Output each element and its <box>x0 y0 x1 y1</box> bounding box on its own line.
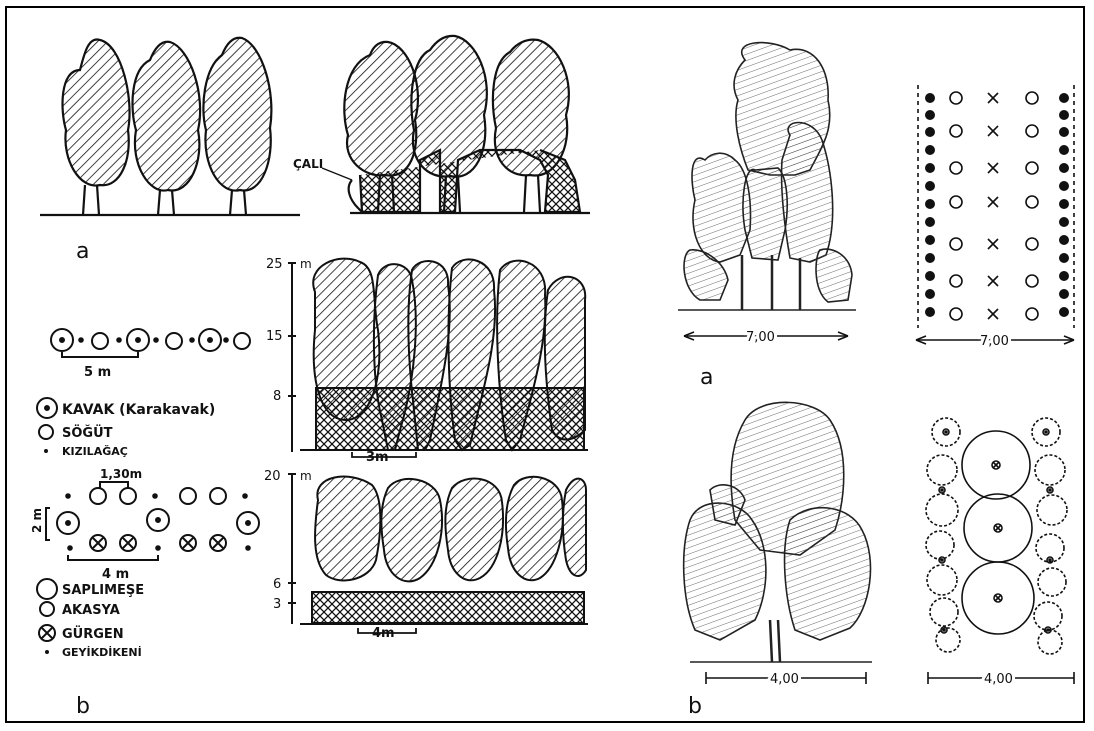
section-2-drawing <box>300 477 588 624</box>
right-label-b: b <box>688 694 702 719</box>
section1-unit: m <box>300 257 312 271</box>
section1-tick-15: 15 <box>266 329 283 344</box>
section2-tick-3: 3 <box>273 597 281 612</box>
saplimese-legend-icon <box>37 579 57 599</box>
width-b-elevation: 4,00 <box>770 672 799 687</box>
legend-1: KAVAK (Karakavak) SÖĞÜT KIZILAĞAÇ <box>37 398 215 458</box>
planting-plan-row2 <box>46 482 259 560</box>
legend-kavak: KAVAK (Karakavak) <box>62 402 215 418</box>
kizilagac-legend-icon <box>44 449 48 453</box>
section-1-drawing <box>300 259 588 450</box>
section2-unit: m <box>300 469 312 483</box>
gurgen-legend-icon <box>39 625 55 641</box>
section-1-scale: 25 m 15 8 <box>266 257 312 452</box>
geyikdikeni-legend-icon <box>45 650 49 654</box>
cali-label: ÇALI <box>293 157 323 171</box>
akasya-legend-icon <box>40 602 54 616</box>
trees-with-shrub-elevation <box>344 36 590 213</box>
section1-tick-8: 8 <box>273 389 281 404</box>
width-b-plan: 4,00 <box>984 672 1013 687</box>
section2-spacing: 4m <box>372 626 395 641</box>
legend-sogut: SÖĞÜT <box>62 425 113 441</box>
right-label-a: a <box>700 365 713 390</box>
left-label-a: a <box>76 239 89 264</box>
row2-spacing-top-label: 1,30m <box>100 467 142 481</box>
width-a-plan: 7,00 <box>980 334 1009 349</box>
legend-geyikdikeni: GEYİKDİKENİ <box>62 645 142 659</box>
windbreak-a-plan <box>918 85 1074 328</box>
row2-spacing-side-label: 2 m <box>30 508 44 533</box>
section2-tick-6: 6 <box>273 577 281 592</box>
legend-gurgen: GÜRGEN <box>62 626 124 642</box>
row1-spacing-label: 5 m <box>84 365 111 380</box>
sogut-legend-icon <box>39 425 53 439</box>
left-label-b: b <box>76 694 90 719</box>
row2-spacing-bottom-label: 4 m <box>102 567 129 582</box>
width-a-elevation: 7,00 <box>746 330 775 345</box>
section1-spacing: 3m <box>366 450 389 465</box>
legend-kizilagac: KIZILAĞAÇ <box>62 445 128 458</box>
section-2-scale: 20 m 6 3 <box>264 469 312 624</box>
windbreak-b-elevation <box>684 402 872 662</box>
section2-tick-20: 20 <box>264 469 281 484</box>
legend-2: SAPLIMEŞE AKASYA GÜRGEN GEYİKDİKENİ <box>37 579 144 659</box>
section1-tick-25: 25 <box>266 257 283 272</box>
windbreak-b-plan <box>926 418 1067 654</box>
legend-saplimese: SAPLIMEŞE <box>62 583 144 598</box>
kavak-legend-icon <box>37 398 57 418</box>
legend-akasya: AKASYA <box>62 603 120 618</box>
windbreak-a-elevation <box>678 43 856 310</box>
three-trees-elevation <box>40 38 300 215</box>
planting-plan-row1 <box>51 329 250 357</box>
